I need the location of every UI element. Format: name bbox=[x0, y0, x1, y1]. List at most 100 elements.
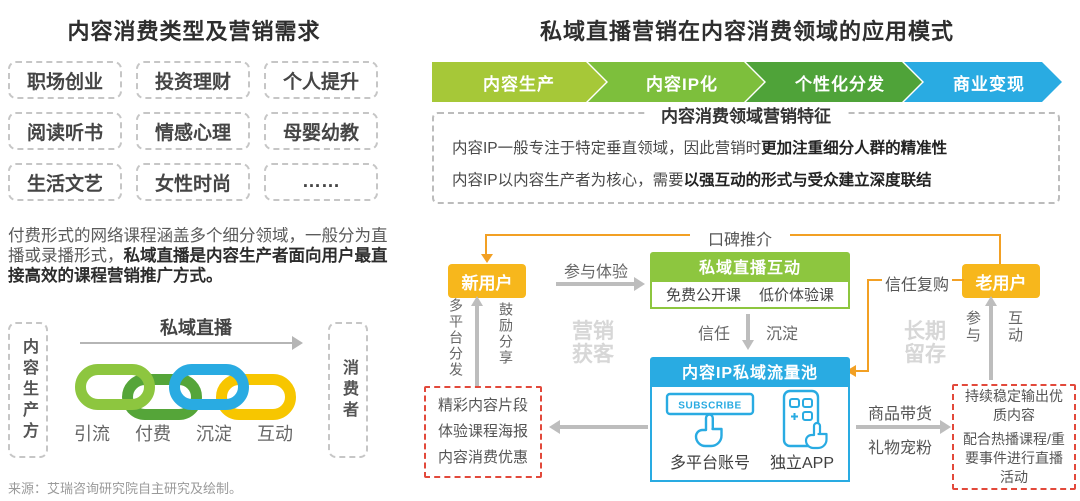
funnel-arrow-label: 私域直播 bbox=[160, 318, 232, 338]
interact-label: 互动 bbox=[1006, 310, 1023, 344]
goods-label: 商品带货 bbox=[867, 406, 932, 423]
trust-settle-arrow-line bbox=[746, 314, 750, 340]
description-bold: 私域直播是内容生产者面向用户最直接高效的课程营销推广方式。 bbox=[8, 247, 388, 285]
join-experience-arrow-line bbox=[556, 282, 634, 286]
multi-platform-label: 多平台分发 bbox=[448, 298, 464, 378]
goods-arrow-head bbox=[940, 420, 951, 434]
chevron-step-label: 内容生产 bbox=[483, 74, 555, 94]
standalone-app-label: 独立APP bbox=[769, 455, 835, 472]
chain-link-icon bbox=[75, 364, 155, 410]
interact-up-arrow-head bbox=[985, 296, 997, 306]
feature-line-normal: 内容IP以内容生产者为核心，需要 bbox=[452, 172, 684, 189]
goods-arrow-line bbox=[856, 425, 940, 429]
private-pool-title: 内容IP私域流量池 bbox=[650, 357, 850, 385]
word-of-mouth-drop-line bbox=[485, 234, 487, 254]
asset-line: 内容消费优惠 bbox=[437, 449, 528, 466]
output-line: 持续稳定输出优质内容 bbox=[965, 388, 1063, 423]
share-up-arrow-line bbox=[475, 306, 479, 394]
producer-label: 内容生产方 bbox=[20, 337, 37, 443]
asset-line: 精彩内容片段 bbox=[437, 397, 528, 414]
chevron-step-label: 内容IP化 bbox=[645, 74, 719, 94]
source-note: 来源：艾瑞咨询研究院自主研究及绘制。 bbox=[8, 481, 243, 496]
trust-settle-arrow-head bbox=[742, 340, 754, 350]
gifts-label: 礼物宠粉 bbox=[867, 440, 932, 457]
chain-step-label: 互动 bbox=[257, 424, 293, 444]
join-experience-label: 参与体验 bbox=[563, 264, 628, 281]
trust-repurchase-label: 信任复购 bbox=[882, 271, 952, 295]
chevron-step: 内容IP化 bbox=[588, 62, 764, 102]
trust-label: 信任 bbox=[698, 326, 731, 343]
content-output-box: 持续稳定输出优质内容 配合热播课程/重要事件进行直播活动 bbox=[952, 384, 1076, 490]
private-pool-box: 内容IP私域流量池 SUBSCRIBE bbox=[650, 357, 850, 482]
live-interaction-items: 免费公开课 低价体验课 bbox=[650, 280, 850, 309]
new-user-box: 新用户 bbox=[448, 264, 526, 298]
features-title: 内容消费领域营销特征 bbox=[647, 102, 845, 127]
consumer-box: 消费者 bbox=[328, 322, 368, 458]
chevron-step-label: 商业变现 bbox=[953, 74, 1025, 94]
join-experience-arrow-head bbox=[634, 277, 645, 291]
chain-step-label: 沉淀 bbox=[196, 424, 232, 444]
category-box: 情感心理 bbox=[136, 112, 250, 150]
category-box: 母婴幼教 bbox=[264, 112, 378, 150]
multi-platform-account-label: 多平台账号 bbox=[669, 455, 750, 472]
word-of-mouth-return-line bbox=[999, 234, 1001, 264]
funnel-arrow-line bbox=[80, 342, 292, 344]
live-interaction-title: 私域直播互动 bbox=[650, 252, 850, 280]
assets-arrow-line bbox=[560, 425, 648, 429]
subscribe-click-icon: SUBSCRIBE bbox=[665, 392, 755, 448]
chevron-step: 个性化分发 bbox=[746, 62, 922, 102]
old-user-box: 老用户 bbox=[962, 264, 1040, 298]
trust-repurchase-arrow-head bbox=[846, 365, 856, 377]
participate-label: 参与 bbox=[964, 310, 981, 344]
marketing-acquisition-label: 营销 获客 bbox=[572, 320, 614, 367]
content-assets-box: 精彩内容片段 体验课程海报 内容消费优惠 bbox=[424, 386, 542, 478]
settle-label: 沉淀 bbox=[766, 326, 799, 343]
trust-repurchase-into-pool-line bbox=[856, 370, 868, 372]
feature-line: 内容IP一般专注于特定垂直领域，因此营销时更加注重细分人群的精准性 bbox=[452, 136, 1052, 158]
smartphone-app-icon bbox=[782, 389, 828, 450]
chain-step-label: 引流 bbox=[74, 424, 110, 444]
word-of-mouth-arrow-down-icon bbox=[481, 254, 493, 263]
feature-line-bold: 以强互动的形式与受众建立深度联结 bbox=[683, 172, 932, 189]
category-box: 女性时尚 bbox=[136, 163, 250, 201]
category-box: …… bbox=[264, 163, 378, 201]
right-panel-title: 私域直播营销在内容消费领域的应用模式 bbox=[539, 19, 954, 44]
chain-link-icon bbox=[216, 374, 296, 420]
chevron-step-label: 个性化分发 bbox=[795, 74, 885, 94]
chain-link-icon bbox=[169, 364, 249, 410]
category-box: 个人提升 bbox=[264, 61, 378, 99]
category-box: 阅读听书 bbox=[8, 112, 122, 150]
encourage-share-label: 鼓励分享 bbox=[498, 302, 514, 366]
producer-box: 内容生产方 bbox=[8, 322, 48, 458]
free-class-label: 免费公开课 bbox=[665, 287, 741, 304]
chain-step-label: 付费 bbox=[135, 424, 171, 444]
consumer-label: 消费者 bbox=[340, 358, 357, 422]
subscribe-text: SUBSCRIBE bbox=[678, 401, 741, 412]
funnel-arrow-head bbox=[292, 336, 303, 350]
category-box: 职场创业 bbox=[8, 61, 122, 99]
long-term-retention-label: 长期 留存 bbox=[904, 320, 946, 367]
output-line: 配合热播课程/重要事件进行直播活动 bbox=[963, 431, 1065, 485]
feature-line: 内容IP以内容生产者为核心，需要以强互动的形式与受众建立深度联结 bbox=[452, 168, 1052, 190]
feature-line-normal: 内容IP一般专注于特定垂直领域，因此营销时 bbox=[452, 140, 762, 157]
assets-arrow-head bbox=[549, 420, 560, 434]
trust-repurchase-drop-line bbox=[867, 279, 869, 372]
asset-line: 体验课程海报 bbox=[437, 423, 528, 440]
description-normal: 付费形式的网络课程涵盖多个细分领域，一般分为直播或录播形式， bbox=[8, 227, 388, 265]
word-of-mouth-label: 口碑推介 bbox=[690, 226, 790, 250]
chevron-step: 商业变现 bbox=[904, 62, 1062, 102]
feature-line-bold: 更加注重细分人群的精准性 bbox=[761, 140, 948, 157]
left-description: 付费形式的网络课程涵盖多个细分领域，一般分为直播或录播形式，私域直播是内容生产者… bbox=[8, 226, 394, 286]
old-user-label: 老用户 bbox=[975, 273, 1027, 293]
private-pool-body: SUBSCRIBE 多平台账号 bbox=[650, 385, 850, 482]
category-box: 生活文艺 bbox=[8, 163, 122, 201]
new-user-label: 新用户 bbox=[461, 273, 513, 293]
interact-up-arrow-line bbox=[989, 306, 993, 380]
chevron-step: 内容生产 bbox=[432, 62, 606, 102]
chain-link-icon bbox=[122, 374, 202, 420]
share-up-arrow-head bbox=[471, 296, 483, 306]
marketing-features-box: 内容消费领域营销特征 内容IP一般专注于特定垂直领域，因此营销时更加注重细分人群… bbox=[432, 102, 1060, 204]
left-panel-title: 内容消费类型及营销需求 bbox=[67, 19, 321, 44]
low-price-class-label: 低价体验课 bbox=[759, 287, 835, 304]
